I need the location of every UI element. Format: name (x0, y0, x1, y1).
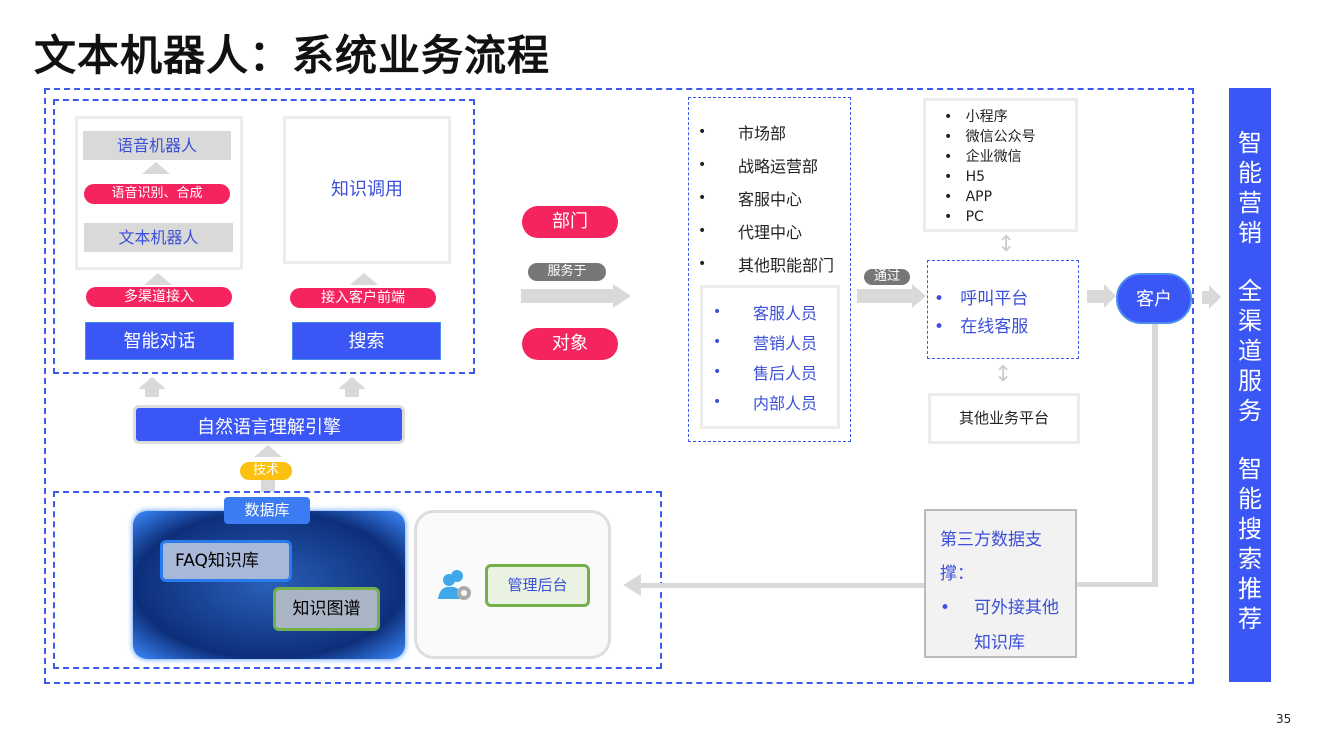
list-item: • 在线客服 (934, 317, 1029, 337)
arrow-stem (857, 289, 912, 303)
list-item: • 微信公众号 (944, 129, 1036, 145)
left-arrow-icon (623, 574, 641, 596)
customer-node: 客户 (1116, 273, 1192, 324)
dept-name: 战略运营部 (738, 156, 819, 176)
staff-name: 售后人员 (753, 364, 818, 383)
right-arrow-icon (1104, 284, 1116, 308)
dept-name: 代理中心 (738, 222, 803, 242)
search-button[interactable]: 搜索 (292, 322, 441, 360)
tech-pill: 技术 (240, 462, 292, 480)
serves-label: 服务于 (528, 263, 606, 281)
list-item: •内部人员 (713, 387, 837, 417)
list-item: • APP (944, 189, 993, 205)
staff-name: 客服人员 (753, 304, 818, 323)
connector-line (640, 583, 925, 588)
platform-name: 呼叫平台 (960, 289, 1029, 309)
platform-box: • 呼叫平台 • 在线客服 (927, 260, 1079, 359)
dept-pill: 部门 (522, 206, 618, 238)
list-item: • 企业微信 (944, 149, 1022, 165)
list-item: •其他职能部门 (698, 247, 834, 280)
arrow-stem (261, 480, 275, 492)
up-arrow-icon (254, 445, 282, 457)
page-title: 文本机器人：系统业务流程 (34, 31, 551, 80)
channel-name: PC (965, 209, 984, 225)
double-arrow-icon: ↕ (997, 232, 1016, 257)
right-arrow-icon (613, 284, 631, 308)
list-item: • 小程序 (944, 109, 1008, 125)
database-panel (133, 511, 405, 659)
arrow-stem (521, 289, 613, 303)
arrow-stem (1087, 290, 1105, 303)
up-arrow-icon (142, 162, 170, 174)
via-label: 通过 (864, 269, 910, 285)
text-robot: 文本机器人 (84, 223, 233, 252)
other-platform-box: 其他业务平台 (928, 393, 1080, 444)
list-item: • 呼叫平台 (934, 289, 1029, 309)
arrow-stem (345, 389, 359, 397)
list-item: •战略运营部 (698, 148, 834, 181)
dept-name: 客服中心 (738, 189, 803, 209)
application-frame (53, 99, 475, 374)
voice-robot: 语音机器人 (83, 131, 231, 160)
dept-name: 其他职能部门 (738, 255, 835, 275)
outer-frame (44, 88, 1194, 684)
channels-box: • 小程序 • 微信公众号 • 企业微信 • H5 • APP • PC (923, 98, 1078, 232)
list-item: •客服人员 (713, 297, 837, 327)
channel-name: H5 (965, 169, 986, 185)
double-arrow-icon: ↕ (994, 362, 1013, 387)
data-frame (53, 491, 662, 669)
users-gear-icon (437, 567, 473, 603)
right-arrow-icon (1209, 285, 1221, 309)
dept-list: •市场部 •战略运营部 •客服中心 •代理中心 •其他职能部门 (698, 115, 834, 280)
faq-box: FAQ知识库 (160, 540, 292, 582)
third-party-box: 第三方数据支撑： •可外接其他知识库 (924, 509, 1077, 658)
up-arrow-icon (338, 377, 366, 389)
kg-box: 知识图谱 (273, 587, 380, 631)
side-label: 智能搜索推荐 (1238, 455, 1262, 633)
admin-button[interactable]: 管理后台 (485, 564, 590, 607)
database-label: 数据库 (224, 497, 310, 524)
staff-name: 内部人员 (753, 394, 818, 413)
channel-name: 企业微信 (965, 149, 1022, 165)
channel-name: 小程序 (965, 109, 1008, 125)
list-item: •市场部 (698, 115, 834, 148)
up-arrow-icon (144, 273, 172, 285)
list-item: • PC (944, 209, 984, 225)
third-party-title: 第三方数据支撑： (940, 530, 1042, 584)
staff-box: •客服人员 •营销人员 •售后人员 •内部人员 (700, 285, 840, 429)
side-banner: 智能营销 全渠道服务 智能搜索推荐 (1229, 88, 1271, 682)
channel-name: APP (965, 189, 993, 205)
knowledge-call-box: 知识调用 (283, 116, 451, 264)
right-arrow-icon (912, 284, 926, 308)
side-label: 全渠道服务 (1238, 277, 1262, 425)
list-item: •客服中心 (698, 181, 834, 214)
asr-tts-pill: 语音识别、合成 (84, 184, 230, 204)
up-arrow-icon (350, 273, 378, 285)
arrow-stem (1202, 291, 1210, 304)
page-number: 35 (1276, 712, 1292, 726)
list-item: •可外接其他知识库 (940, 591, 1061, 661)
list-item: • H5 (944, 169, 986, 185)
platform-name: 在线客服 (960, 317, 1029, 337)
channel-name: 微信公众号 (965, 129, 1036, 145)
up-arrow-icon (138, 377, 166, 389)
nlu-engine: 自然语言理解引擎 (133, 405, 405, 444)
client-front-pill: 接入客户前端 (290, 288, 436, 308)
staff-name: 营销人员 (753, 334, 818, 353)
connector-line (1152, 324, 1158, 586)
dept-name: 市场部 (738, 123, 787, 143)
third-party-item: 可外接其他知识库 (974, 598, 1059, 653)
multichannel-pill: 多渠道接入 (86, 287, 232, 307)
dialog-button[interactable]: 智能对话 (85, 322, 234, 360)
list-item: •售后人员 (713, 357, 837, 387)
arrow-stem (145, 389, 159, 397)
side-label: 智能营销 (1238, 129, 1262, 247)
target-pill: 对象 (522, 328, 618, 360)
dept-frame (688, 97, 851, 442)
list-item: •营销人员 (713, 327, 837, 357)
connector-line (1076, 582, 1158, 587)
list-item: •代理中心 (698, 214, 834, 247)
